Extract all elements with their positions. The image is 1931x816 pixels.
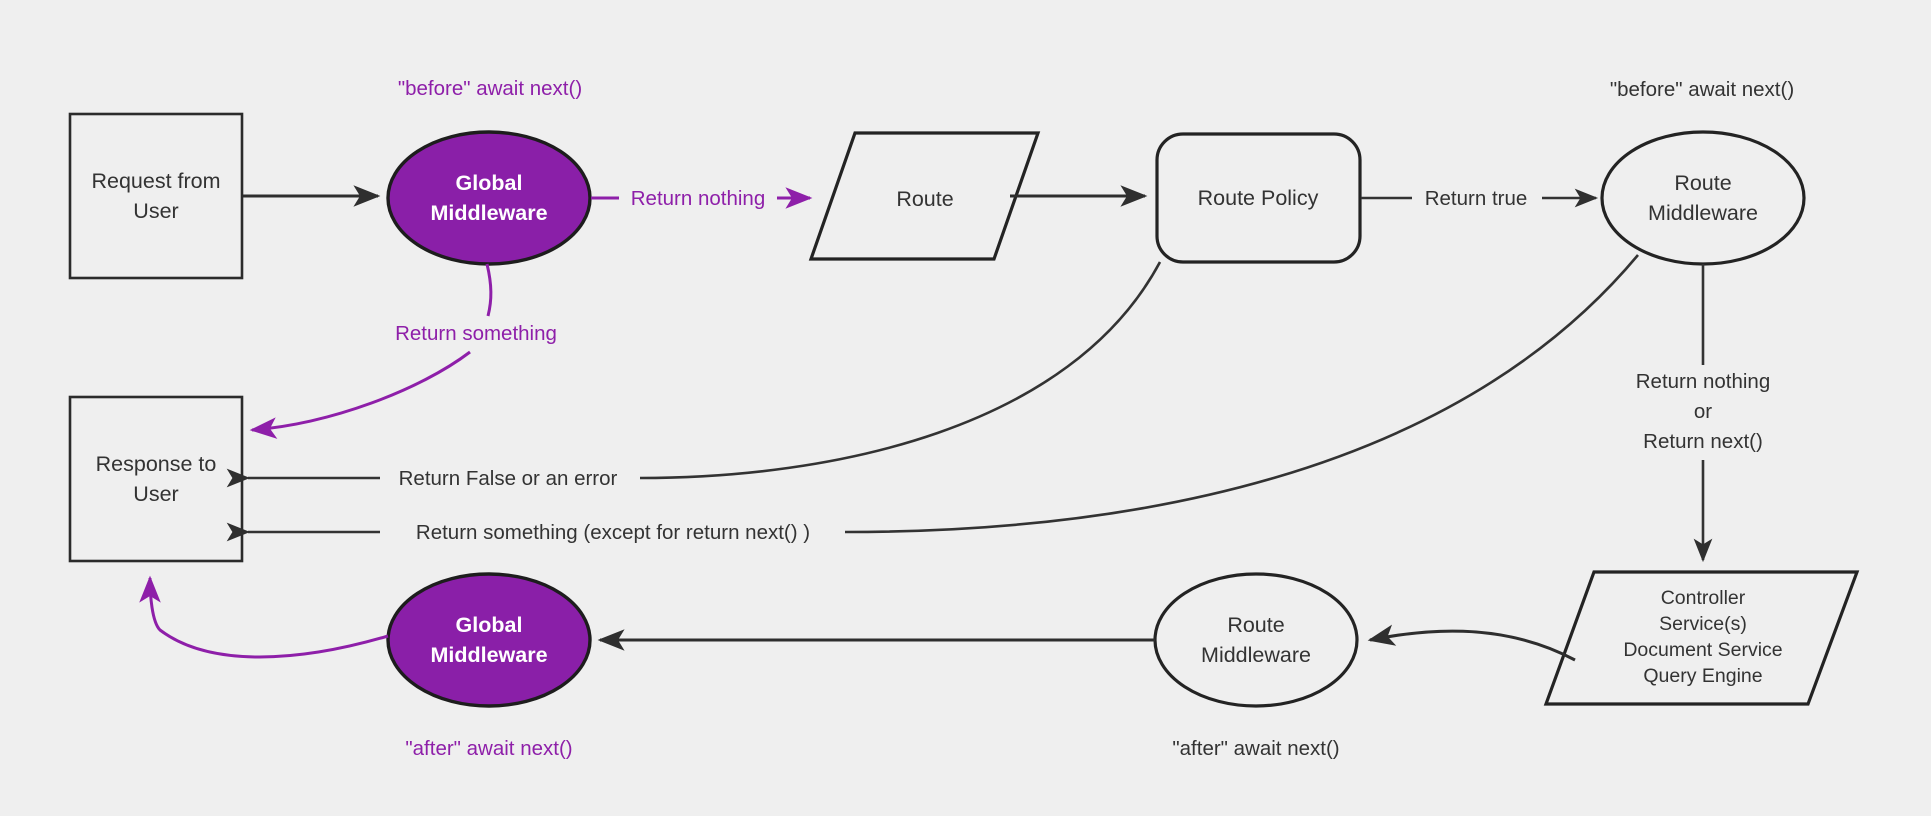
edge-global-return-something-upper — [485, 263, 493, 317]
route-policy-label: Route Policy — [1198, 186, 1319, 210]
controller-label-line4: Query Engine — [1643, 665, 1762, 687]
edge-route-middleware-to-response-something — [844, 254, 1639, 534]
edge-label-return-nothing-line2: or — [1694, 400, 1712, 423]
response-label-line2: User — [133, 482, 178, 506]
node-route-policy[interactable]: Route Policy — [1155, 132, 1362, 264]
edge-label-return-something-except: Return something (except for return next… — [416, 521, 810, 544]
route-middleware-top-label-line1: Route — [1674, 171, 1731, 195]
node-response-to-user[interactable]: Response to User — [68, 395, 244, 563]
node-route[interactable]: Route — [808, 131, 1041, 261]
annotation-after-await-next-left: "after" await next() — [405, 737, 572, 760]
response-box-shape — [68, 395, 244, 563]
route-middleware-bottom-label-line2: Middleware — [1201, 643, 1311, 667]
edge-global-middleware-bottom-to-response — [139, 575, 389, 659]
node-controller-services[interactable]: Controller Service(s) Document Service Q… — [1543, 570, 1860, 706]
edge-label-return-true: Return true — [1425, 187, 1528, 210]
global-middleware-top-label-line1: Global — [456, 171, 523, 195]
global-middleware-bottom-shape — [386, 572, 592, 708]
node-global-middleware-bottom[interactable]: Global Middleware — [386, 572, 592, 708]
controller-label-line3: Document Service — [1623, 639, 1782, 661]
route-policy-shape — [1155, 132, 1362, 264]
route-middleware-bottom-label-line1: Route — [1227, 613, 1284, 637]
annotation-before-await-next-left: "before" await next() — [398, 77, 582, 100]
edge-label-return-nothing: Return nothing — [631, 187, 765, 210]
edge-label-return-nothing-line3: Return next() — [1643, 430, 1763, 453]
edge-label-return-false-or-error: Return False or an error — [399, 467, 618, 490]
node-route-middleware-top[interactable]: Route Middleware — [1600, 130, 1806, 266]
edge-label-return-something: Return something — [395, 322, 557, 345]
request-label-line2: User — [133, 199, 178, 223]
route-middleware-bottom-shape — [1153, 572, 1359, 708]
controller-label-line1: Controller — [1661, 587, 1746, 609]
edge-label-return-nothing-line1: Return nothing — [1636, 370, 1770, 393]
edge-route-policy-to-response-false — [639, 261, 1162, 480]
route-middleware-top-label-line2: Middleware — [1648, 201, 1758, 225]
node-request-from-user[interactable]: Request from User — [68, 112, 244, 280]
controller-label-line2: Service(s) — [1659, 613, 1747, 635]
controller-shape — [1543, 570, 1860, 706]
global-middleware-top-label-line2: Middleware — [430, 201, 547, 225]
edge-global-return-something-lower — [249, 350, 471, 439]
global-middleware-bottom-label-line1: Global — [456, 613, 523, 637]
request-label-line1: Request from — [91, 169, 220, 193]
node-route-middleware-bottom[interactable]: Route Middleware — [1153, 572, 1359, 708]
global-middleware-bottom-label-line2: Middleware — [430, 643, 547, 667]
response-label-line1: Response to — [96, 452, 217, 476]
global-middleware-top-shape — [386, 130, 592, 266]
route-label: Route — [896, 187, 953, 211]
node-global-middleware-top[interactable]: Global Middleware — [386, 130, 592, 266]
route-shape — [808, 131, 1041, 261]
annotation-before-await-next-right: "before" await next() — [1610, 78, 1794, 101]
edge-controller-to-route-middleware-bottom — [1367, 624, 1576, 662]
annotation-after-await-next-right: "after" await next() — [1172, 737, 1339, 760]
request-box-shape — [68, 112, 244, 280]
route-middleware-top-shape — [1600, 130, 1806, 266]
